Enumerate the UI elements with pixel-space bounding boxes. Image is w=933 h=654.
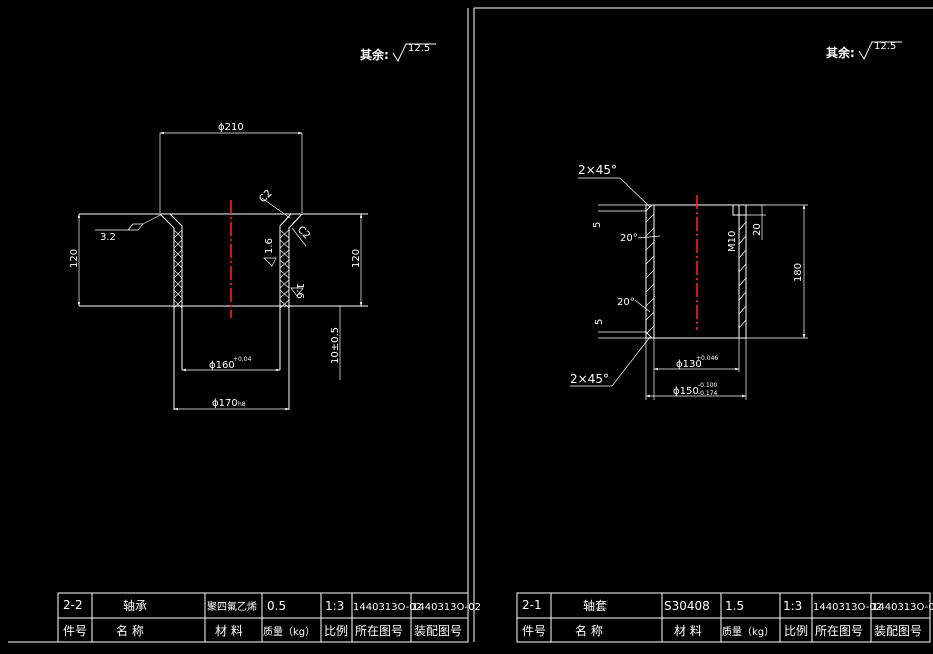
right-chamfer-bottom-leader (611, 336, 651, 387)
left-hatch-left (173, 229, 183, 309)
left-tb-h-material: 材 料 (215, 624, 243, 638)
left-inner-tol: +0.04 (233, 356, 252, 363)
left-inner-wall-left (169, 213, 183, 370)
left-part-drawing: 其余: 12.5 ϕ210 120 120 10±0.5 (69, 43, 436, 411)
left-tb-h-mass: 质量（kg） (263, 626, 315, 638)
left-chamfer-b: C2 (295, 224, 312, 241)
right-tb-part-no: 2-1 (522, 598, 542, 612)
left-tb-h-assembly: 装配图号 (414, 624, 462, 638)
right-tb-assembly-no: 1440313O-02 (872, 602, 933, 613)
left-height-left: 120 (69, 249, 80, 268)
left-tb-scale: 1:3 (325, 599, 344, 613)
right-offset-bottom: 5 (594, 319, 605, 325)
left-roughness-left-symbol (127, 223, 144, 231)
right-thread-depth: 20 (752, 223, 763, 236)
left-roughness-left-arrow (142, 213, 163, 225)
left-tb-material: 聚四氟乙烯 (207, 600, 257, 613)
left-inner-dia: ϕ160 (209, 360, 235, 371)
right-hatch-left (645, 213, 655, 335)
right-tb-scale: 1:3 (783, 599, 802, 613)
left-tb-h-drawing: 所在图号 (355, 624, 403, 638)
left-hatch-right (279, 229, 290, 309)
left-tb-h-name: 名 称 (116, 623, 144, 638)
right-chamfer-top: 2×45° (578, 163, 617, 177)
right-angle-bottom: 20° (617, 297, 635, 308)
right-hatch-right (738, 221, 747, 329)
left-roughness-left: 3.2 (100, 232, 116, 243)
right-tb-h-drawing: 所在图号 (815, 624, 863, 638)
left-roughness-inner-symbol (263, 257, 277, 267)
left-height-right: 120 (351, 249, 362, 268)
right-chamfer-edges (645, 204, 653, 339)
left-tb-drawing-no: 1440313O-02 (353, 602, 422, 613)
left-outer-wall-left (159, 213, 175, 410)
right-part-drawing: 其余: 12.5 2×45° 2×45° 20° 20° 5 5 (570, 41, 902, 400)
right-roughness-symbol (858, 41, 902, 61)
left-title-block: 2-2 轴承 聚四氟乙烯 0.5 1:3 1440313O-02 1440313… (57, 592, 481, 643)
right-thread: M10 (727, 231, 738, 252)
left-outer-tol: h8 (238, 401, 246, 408)
right-roughness-default: 12.5 (874, 41, 896, 52)
left-roughness-outer: 1.6 (294, 283, 305, 299)
right-tb-h-name: 名 称 (575, 623, 603, 638)
right-outer-dia: ϕ150 (673, 386, 699, 397)
right-title-block: 2-1 轴套 S30408 1.5 1:3 1440313O-02 144031… (516, 592, 933, 643)
left-roughness-default: 12.5 (408, 43, 430, 54)
right-angle-bottom-leader (634, 299, 651, 313)
right-outer-tol-upper: -0.100 (698, 382, 718, 389)
left-tb-h-part-no: 件号 (63, 624, 87, 638)
left-chamfer-leader-b (291, 227, 307, 247)
right-chamfer-bottom: 2×45° (570, 372, 609, 386)
right-outer-rect (645, 204, 747, 339)
left-top-dia: ϕ210 (218, 122, 244, 133)
right-tb-name: 轴套 (583, 598, 607, 613)
right-angle-top-leader (637, 235, 661, 239)
right-surface-note: 其余: (826, 45, 855, 60)
right-inner-tol: +0.046 (696, 355, 718, 362)
right-tb-h-mass: 质量（kg） (722, 626, 774, 638)
right-tb-mass: 1.5 (725, 599, 744, 613)
left-roughness-outer-symbol (290, 287, 304, 297)
left-outer-wall-right (288, 213, 303, 410)
left-tb-part-no: 2-2 (63, 598, 83, 612)
left-chamfer-leader-a (261, 197, 291, 219)
right-offset-top: 5 (592, 222, 603, 228)
left-tb-assembly-no: 1440313O-02 (412, 602, 481, 613)
right-angle-top: 20° (620, 233, 638, 244)
right-tb-h-part-no: 件号 (522, 624, 546, 638)
right-inner-dia: ϕ130 (676, 359, 702, 370)
right-tb-drawing-no: 1440313O-02 (813, 602, 882, 613)
left-tb-h-scale: 比例 (324, 624, 348, 638)
right-tb-h-assembly: 装配图号 (874, 624, 922, 638)
right-height: 180 (793, 263, 804, 282)
right-tb-material: S30408 (664, 599, 710, 613)
right-outer-tol-lower: -0.174 (698, 390, 718, 397)
right-chamfer-top-leader (619, 177, 651, 208)
left-surface-note: 其余: (360, 47, 389, 62)
left-roughness-symbol (392, 43, 436, 63)
right-thread-hole (732, 205, 746, 216)
left-chamfer-a: C2 (257, 188, 274, 205)
right-tb-h-scale: 比例 (784, 624, 808, 638)
right-tb-h-material: 材 料 (674, 624, 702, 638)
left-outer-dia: ϕ170 (212, 398, 238, 409)
left-tb-mass: 0.5 (267, 599, 286, 613)
left-inner-wall-right (279, 213, 292, 370)
sheet-frames (8, 7, 933, 643)
left-flange-dim: 10±0.5 (330, 327, 341, 364)
left-roughness-inner: 1.6 (264, 238, 275, 254)
left-tb-name: 轴承 (123, 598, 147, 613)
